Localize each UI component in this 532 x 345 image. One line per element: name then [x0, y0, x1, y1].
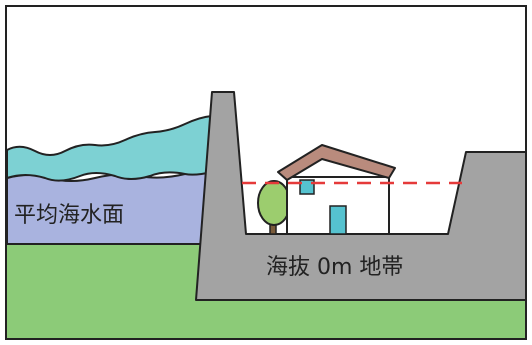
house-door — [329, 205, 347, 235]
house-roof — [277, 144, 396, 181]
house-icon — [277, 144, 396, 235]
tree-icon — [257, 180, 291, 235]
sea-level-label: 平均海水面 — [14, 203, 124, 228]
house-window — [299, 179, 315, 195]
zero-meter-zone-label: 海抜 0m 地帯 — [266, 255, 403, 280]
sea-surface-waves — [6, 114, 213, 182]
seawall-shape — [195, 91, 527, 301]
